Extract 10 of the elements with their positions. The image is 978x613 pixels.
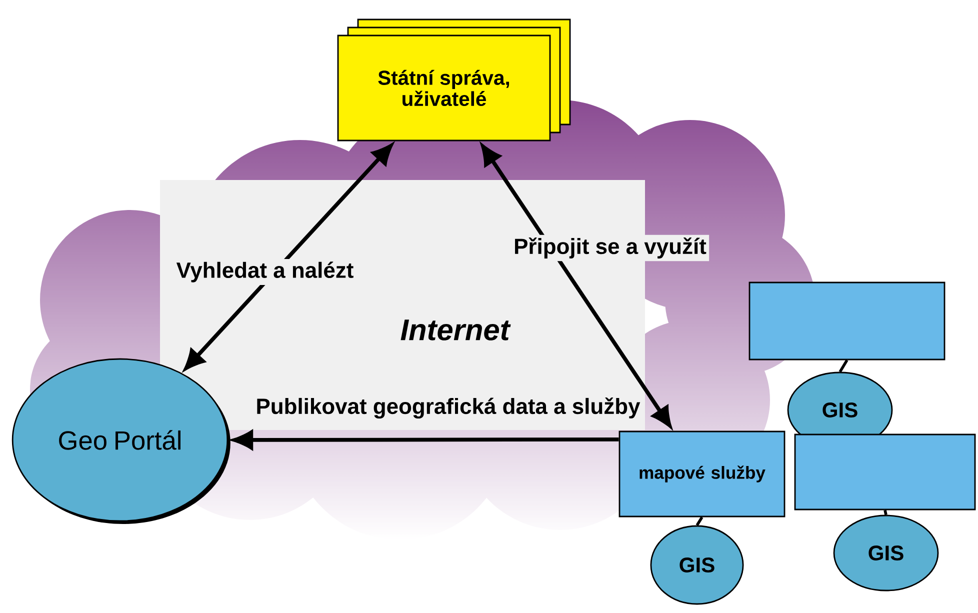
network-label: Internet <box>400 320 511 340</box>
document-stack: Státní správa, uživatelé <box>337 18 571 142</box>
connector-line <box>696 516 704 526</box>
connector-line <box>838 359 848 373</box>
service-box <box>748 282 946 360</box>
service-box <box>794 434 976 510</box>
arrow <box>184 144 392 370</box>
service-box: mapové služby <box>618 430 786 518</box>
connector-line <box>884 510 888 516</box>
edge-label: Vyhledat a nalézt <box>174 259 356 285</box>
